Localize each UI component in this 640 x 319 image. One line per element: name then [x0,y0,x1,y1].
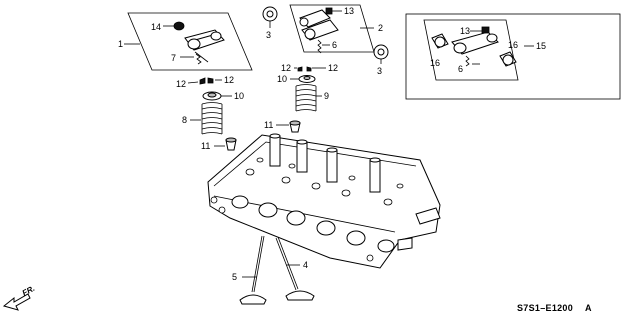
callout-16-right: 16 [508,40,518,50]
callout-12-left-b: 12 [224,75,234,85]
callout-14: 14 [151,22,161,32]
callout-13-center: 13 [344,6,354,16]
front-arrow-icon [2,293,31,311]
cylinder-head [207,133,441,269]
callout-2: 2 [378,23,383,33]
callout-3-left: 3 [266,30,271,40]
callout-6-center: 6 [332,40,337,50]
intake-valve-part-5 [239,235,267,305]
callout-16-left: 16 [430,58,440,68]
callout-12-left-a: 12 [176,79,186,89]
callout-4: 4 [303,260,308,270]
callout-11-left: 11 [201,141,210,151]
callout-6-right: 6 [458,64,463,74]
front-label: FR. [21,284,37,298]
callout-10-center: 10 [277,74,287,84]
valve-spring-part-8 [190,102,223,135]
callout-3-right: 3 [377,66,382,76]
washer-part-3-right [373,44,389,64]
valve-spring-part-9 [295,84,322,112]
rocker-arm-assembly-left [124,12,253,71]
valve-keepers-part-12 [187,66,326,85]
callout-1: 1 [118,39,123,49]
diagram-code-suffix: A [585,303,592,313]
callout-9: 9 [324,91,329,101]
washer-part-3-left [262,6,278,28]
callout-15: 15 [536,41,546,51]
spring-retainer-part-10 [202,75,316,101]
callout-13-right: 13 [460,26,470,36]
diagram-code: S7S1–E1200 A [517,303,592,313]
rocker-arm-assembly-right-box [405,13,621,100]
callout-12-center-right: 12 [328,63,338,73]
callout-10-left: 10 [234,91,244,101]
callout-labels: 1 14 7 3 13 2 6 3 12 12 10 9 12 12 10 8 … [118,6,546,282]
valve-stem-seal-part-11 [214,120,301,151]
exhaust-valve-part-4 [275,236,315,301]
callout-12-center-left: 12 [281,63,291,73]
callout-5: 5 [232,272,237,282]
callout-7: 7 [171,53,176,63]
callout-11-center: 11 [264,120,273,130]
diagram-code-text: S7S1–E1200 [517,303,573,313]
front-direction-indicator: FR. [2,284,37,311]
callout-8: 8 [182,115,187,125]
